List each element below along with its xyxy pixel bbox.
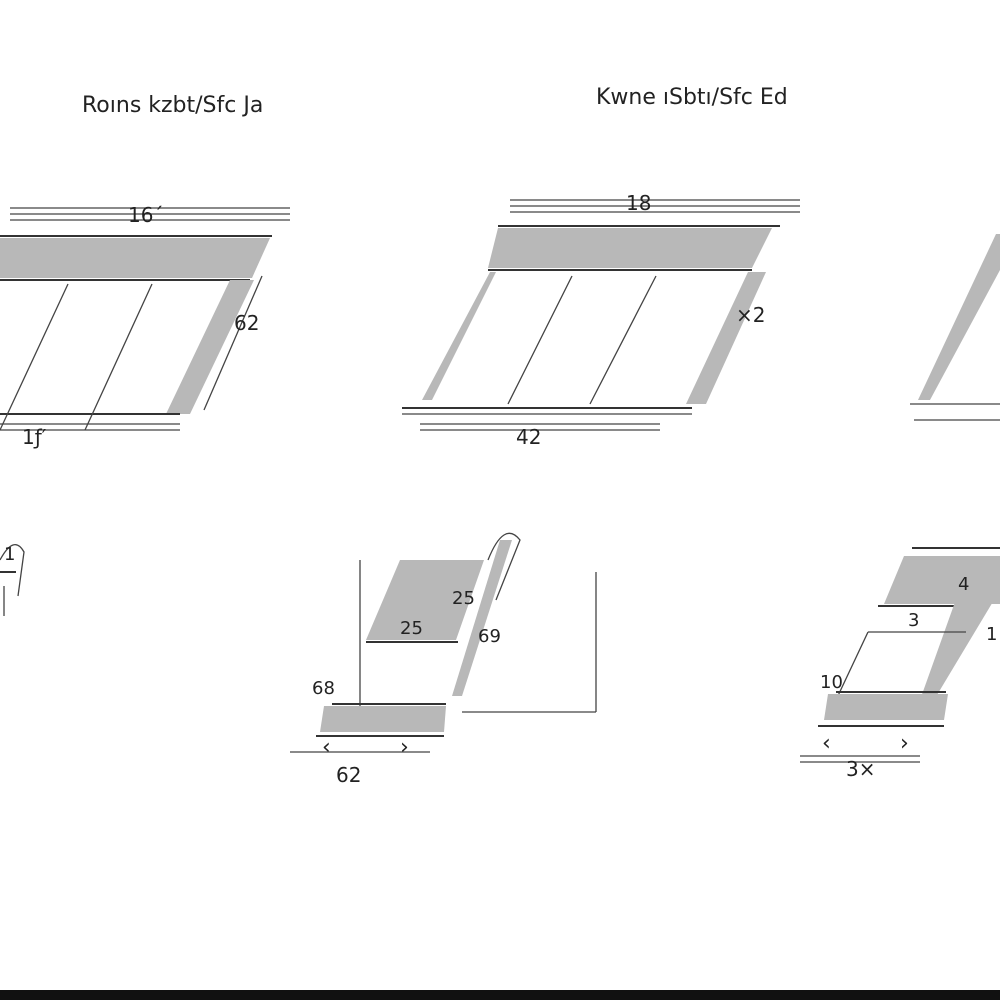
dim-label: 1 bbox=[4, 544, 15, 565]
panel-top-center: 18 ×2 42 bbox=[402, 191, 800, 449]
panel-top-right bbox=[910, 234, 1000, 421]
right-mark: › bbox=[400, 735, 409, 760]
dim-label-top: 16´ bbox=[128, 203, 163, 227]
shaded-side bbox=[422, 272, 496, 400]
panel-bottom-right: 4 3 10 1 ‹ › 3× bbox=[800, 547, 1000, 781]
panel-bottom-center: 25 25 69 68 ‹ › 62 bbox=[290, 532, 597, 787]
bottom-border bbox=[0, 990, 1000, 1000]
left-mark: ‹ bbox=[822, 731, 831, 756]
dim-label-e: 3× bbox=[846, 757, 875, 781]
dim-label-a: 4 bbox=[958, 574, 969, 595]
shaded-band bbox=[0, 238, 270, 278]
dim-label-side: ×2 bbox=[736, 303, 765, 327]
dim-label-d: 1 bbox=[986, 624, 997, 645]
shaded-side bbox=[918, 234, 1000, 400]
dim-label-a: 25 bbox=[452, 588, 475, 609]
shaded-side bbox=[686, 272, 766, 404]
panel-top-left: 16´ 62 1ƒ′ bbox=[0, 203, 290, 449]
panel-bottom-left: 1 bbox=[0, 544, 25, 616]
side-line bbox=[203, 275, 263, 411]
dim-label-side: 62 bbox=[234, 311, 259, 335]
shaded-base bbox=[320, 706, 446, 732]
title-center: Kwne ıSbtı/Sfc Ed bbox=[596, 85, 788, 110]
shaded-slope bbox=[920, 560, 1000, 700]
dim-label-bottom: 1ƒ′ bbox=[22, 425, 47, 449]
side-line bbox=[835, 631, 869, 701]
hatch-line bbox=[589, 275, 657, 405]
arc-mark bbox=[0, 544, 25, 597]
shaded-side bbox=[166, 280, 254, 414]
hatch-line bbox=[507, 275, 573, 405]
shaded-band bbox=[488, 228, 772, 268]
shaded-top-block bbox=[366, 560, 484, 640]
dim-label-d: 68 bbox=[312, 678, 335, 699]
dim-label-c: 10 bbox=[820, 672, 843, 693]
right-mark: › bbox=[900, 731, 909, 756]
shaded-base bbox=[824, 694, 948, 720]
dim-label-c: 69 bbox=[478, 626, 501, 647]
hatch-line bbox=[0, 283, 69, 431]
shaded-slope bbox=[452, 540, 512, 696]
dim-label-bottom: 42 bbox=[516, 425, 541, 449]
arc-mark bbox=[487, 532, 521, 601]
left-mark: ‹ bbox=[322, 735, 331, 760]
hatch-line bbox=[84, 283, 153, 431]
title-left: Roıns kzbt/Sfc Ja bbox=[82, 93, 263, 118]
dim-label-e: 62 bbox=[336, 763, 361, 787]
dim-label-b: 25 bbox=[400, 618, 423, 639]
dim-label-top: 18 bbox=[626, 191, 651, 215]
dim-label-b: 3 bbox=[908, 610, 919, 631]
